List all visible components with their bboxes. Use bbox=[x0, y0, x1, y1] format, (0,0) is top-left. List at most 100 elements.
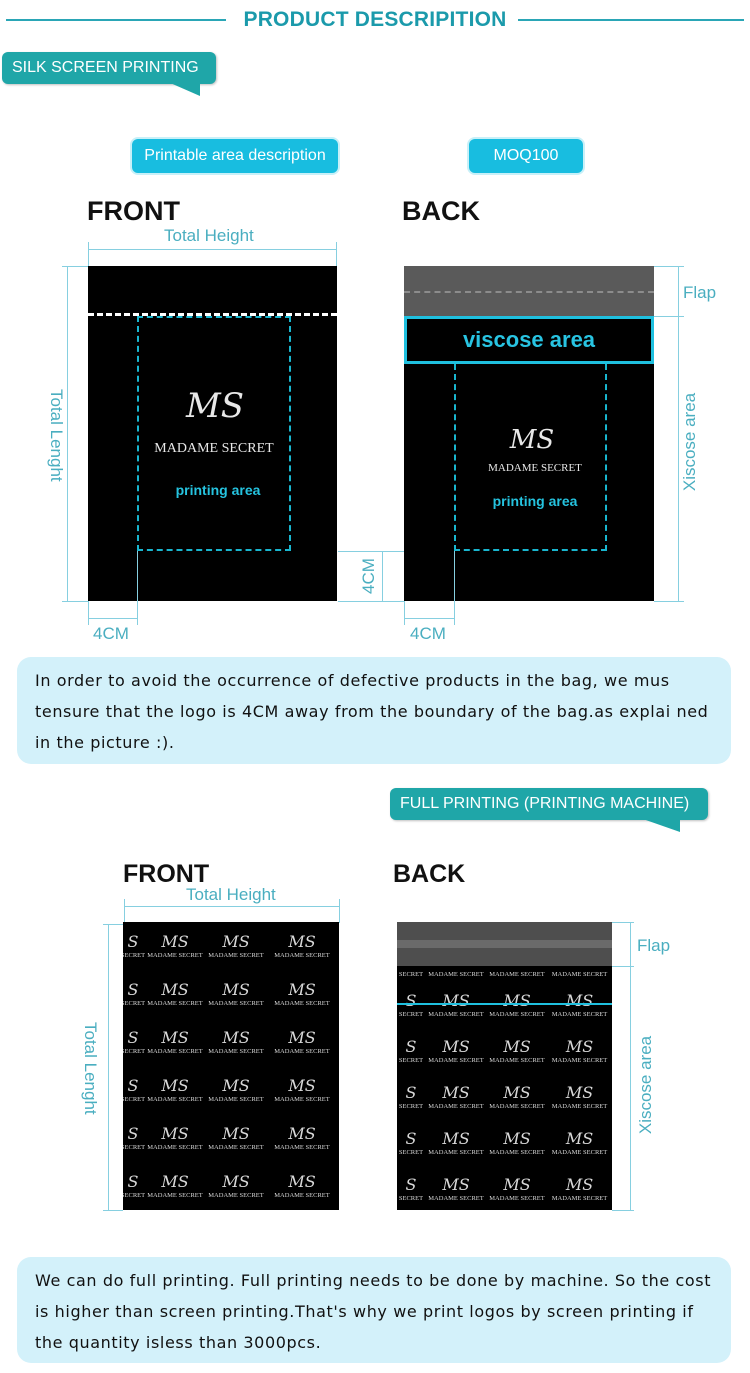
pattern-logo-text: MADAME SECRET bbox=[428, 970, 484, 978]
full-back-bag bbox=[397, 922, 612, 1210]
front-bag bbox=[88, 266, 337, 601]
pattern-logo-text: MADAME SECRET bbox=[489, 970, 545, 978]
pattern-logo-text: MADAME SECRET bbox=[274, 1143, 330, 1151]
full-front-title: FRONT bbox=[123, 860, 210, 888]
total-length-tick-bottom bbox=[62, 601, 88, 602]
pattern-logo-mark: MS bbox=[222, 931, 250, 951]
ribbon-tail-icon bbox=[640, 818, 680, 832]
viscose-area-box: viscose area bbox=[404, 316, 654, 364]
back-4cm-tick-right bbox=[454, 551, 455, 625]
pattern-logo-mark: S bbox=[405, 990, 417, 1010]
pattern-logo-mark: MS bbox=[161, 1075, 189, 1095]
pattern-logo-text: SECRET bbox=[398, 1010, 424, 1018]
full-note-text: We can do full printing. Full printing n… bbox=[35, 1271, 712, 1352]
pattern-tile: SECRET bbox=[397, 966, 425, 982]
front-printing-area-label: printing area bbox=[175, 482, 261, 498]
flap-label: Flap bbox=[683, 283, 717, 302]
pattern-logo-mark: MS bbox=[288, 1171, 316, 1191]
full-total-length-label: Total Lenght bbox=[81, 1022, 100, 1115]
total-height-label: Total Height bbox=[164, 226, 254, 245]
total-length-line bbox=[67, 266, 68, 601]
back-logo-text: MADAME SECRET bbox=[488, 462, 582, 474]
full-total-height-label: Total Height bbox=[186, 885, 276, 904]
pattern-logo-text: MADAME SECRET bbox=[147, 1047, 203, 1055]
pattern-logo-mark: MS bbox=[565, 990, 594, 1010]
pattern-logo-mark: MS bbox=[222, 1027, 250, 1047]
pattern-logo-mark: S bbox=[127, 979, 139, 999]
back-side-4cm-label: 4CM bbox=[359, 558, 378, 594]
pattern-logo-text: MADAME SECRET bbox=[428, 1010, 484, 1018]
front-logo-text: MADAME SECRET bbox=[154, 441, 274, 456]
total-length-label: Total Lenght bbox=[47, 389, 66, 482]
pattern-logo-text: SECRET bbox=[398, 1194, 424, 1202]
pattern-logo-mark: MS bbox=[222, 1123, 250, 1143]
pattern-logo-text: MADAME SECRET bbox=[551, 1194, 608, 1202]
full-back-viscose-line bbox=[397, 1003, 612, 1005]
pattern-logo-mark: S bbox=[405, 1036, 417, 1056]
total-length-tick-top bbox=[62, 266, 88, 267]
pattern-logo-mark: MS bbox=[161, 1027, 189, 1047]
header-rule-right bbox=[518, 19, 744, 21]
back-4cm-tick-left bbox=[404, 601, 405, 625]
total-height-tick-left bbox=[88, 242, 89, 266]
front-title: FRONT bbox=[87, 196, 180, 226]
pattern-logo-text: MADAME SECRET bbox=[489, 1194, 545, 1202]
pattern-logo-mark: MS bbox=[161, 1171, 189, 1191]
front-4cm-line bbox=[88, 618, 137, 619]
pattern-logo-mark: MS bbox=[565, 1128, 594, 1148]
pattern-logo-text: SECRET bbox=[398, 1102, 424, 1110]
pattern-logo-mark: S bbox=[127, 1123, 139, 1143]
pattern-logo-text: MADAME SECRET bbox=[489, 1148, 545, 1156]
pattern-logo-text: MADAME SECRET bbox=[208, 1143, 264, 1151]
pattern-logo-text: MADAME SECRET bbox=[489, 1010, 545, 1018]
back-printing-area-label: printing area bbox=[492, 493, 578, 509]
silk-note-text: In order to avoid the occurrence of defe… bbox=[35, 671, 709, 752]
silk-screen-ribbon: SILK SCREEN PRINTING bbox=[2, 52, 216, 84]
pattern-logo-mark: MS bbox=[288, 1027, 316, 1047]
pattern-logo-text: MADAME SECRET bbox=[428, 1194, 484, 1202]
pattern-logo-text: MADAME SECRET bbox=[551, 1056, 608, 1064]
pattern-tile: MADAME SECRET bbox=[425, 966, 487, 982]
pattern-logo-mark: MS bbox=[222, 1171, 250, 1191]
pattern-logo-text: MADAME SECRET bbox=[551, 1010, 608, 1018]
pattern-logo-text: MADAME SECRET bbox=[147, 1095, 203, 1103]
pattern-tile: MADAME SECRET bbox=[547, 966, 612, 982]
pattern-logo-mark: MS bbox=[503, 1174, 531, 1194]
pattern-logo-mark: MS bbox=[161, 1123, 189, 1143]
front-seal-line bbox=[88, 313, 337, 316]
pattern-logo-text: MADAME SECRET bbox=[274, 1095, 330, 1103]
pattern-logo-text: MADAME SECRET bbox=[274, 951, 330, 959]
full-total-height-tick-right bbox=[339, 899, 340, 923]
pattern-logo-text: MADAME SECRET bbox=[428, 1148, 484, 1156]
pattern-logo-mark: MS bbox=[442, 1082, 470, 1102]
pattern-logo-mark: MS bbox=[442, 990, 470, 1010]
pattern-logo-mark: MS bbox=[442, 1128, 470, 1148]
pattern-logo-text: MADAME SECRET bbox=[551, 1102, 608, 1110]
pattern-logo-mark: S bbox=[127, 931, 139, 951]
pattern-logo-mark: S bbox=[405, 1128, 417, 1148]
pattern-logo-text: SECRET bbox=[398, 1148, 424, 1156]
ribbon-tail-icon bbox=[168, 82, 200, 96]
